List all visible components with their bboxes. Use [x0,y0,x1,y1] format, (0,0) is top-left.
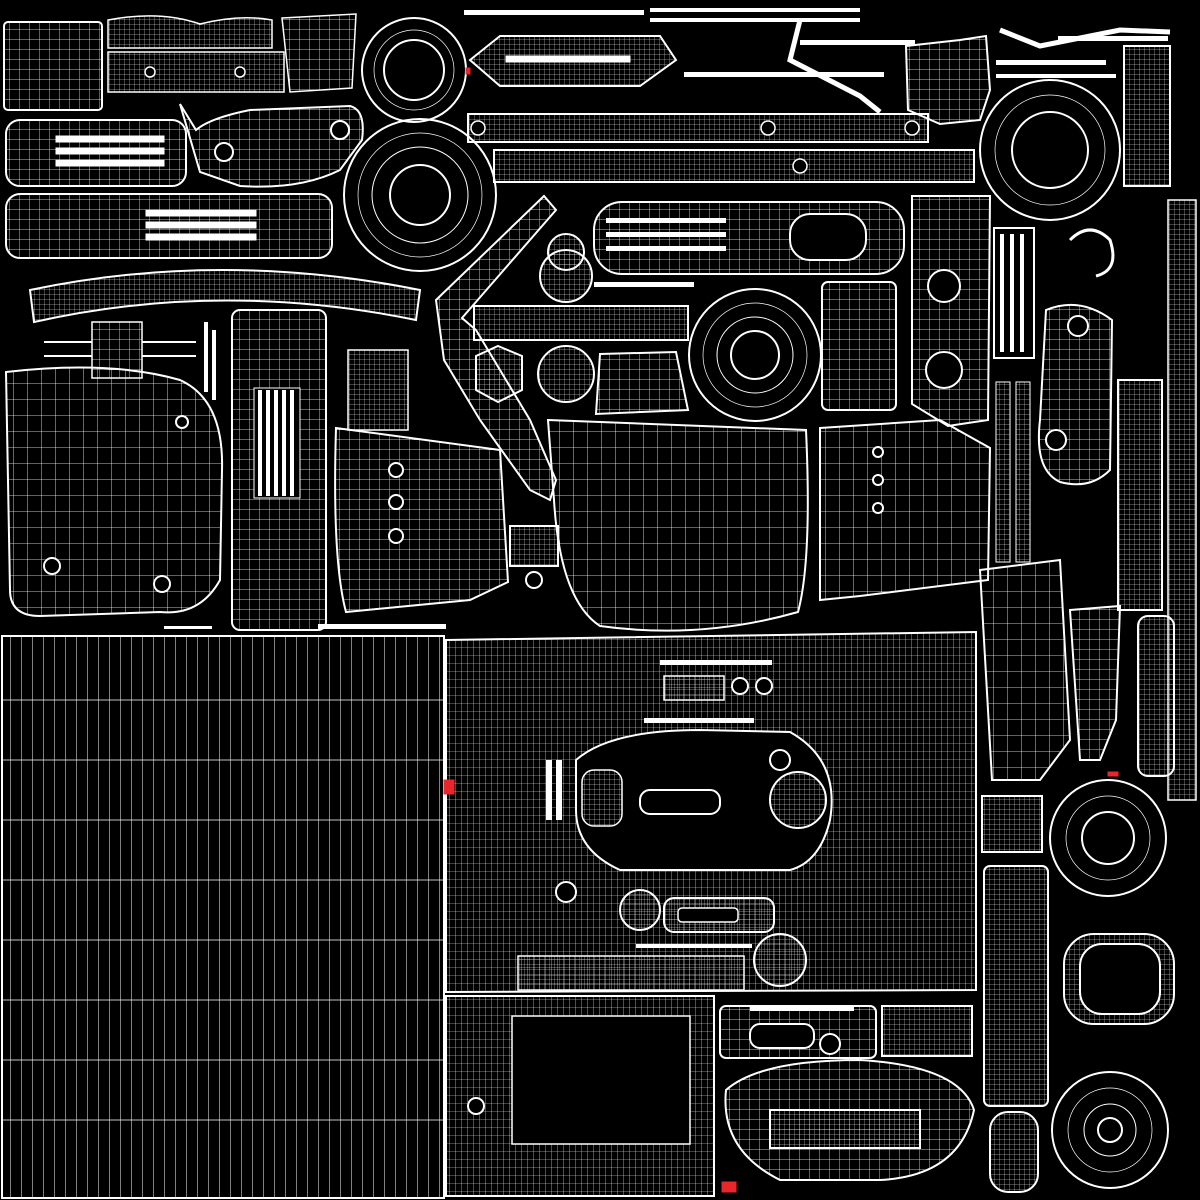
uv-shell-capsule-1 [5,119,187,187]
uv-shell-ball-cross [473,233,694,404]
uv-shell-ring-bottom-right-1 [1049,779,1167,897]
uv-shell-ring-mid [343,118,497,272]
uv-shell-grid-block-center-right [821,281,897,411]
uv-shell-ring-bottom-right-3 [1051,1071,1169,1189]
uv-shell-capsule-3 [5,193,333,259]
uv-shell-bottom-panel [445,995,715,1197]
uv-shell-grip-left [4,366,224,618]
uv-shell-barrel-vertical [231,309,327,631]
uv-shell-capsule-center [593,201,905,275]
uv-shell-trapezoid [594,350,690,416]
uv-shell-bottom-right-column [981,795,1049,1193]
uv-shell-ring-bottom-right-2 [1063,933,1175,1025]
uv-shell-receiver [445,630,977,994]
uv-shell-bottom-center-right [719,1005,976,1181]
uv-shell-curved-strip [28,269,422,324]
uv-shell-ring-top [361,17,467,123]
uv-flagged-islands [443,67,1119,1193]
uv-shell-top-left-block [3,13,357,111]
uv-shell-slide-right [819,418,992,602]
uv-shell-large-panel [1,635,445,1199]
uv-shell-capsule-2 [179,103,364,188]
uv-shell-slide-left [334,349,510,614]
uv-shell-diagonal-arm [434,194,558,502]
uv-shell-rail-top-2 [467,113,975,183]
uv-shell-ring-center [688,288,822,422]
uv-shell-grip-right [1037,303,1114,486]
uv-shell-frame-top-right [904,34,1171,187]
uv-bars-scattered [164,322,752,948]
uv-shell-grip-center [546,418,809,632]
uv-shell-frame-right [911,195,1115,428]
uv-shell-rail-top-1 [468,35,678,87]
uv-shell-small-pillars [509,525,559,589]
uv-bars-top [464,8,1168,78]
uv-shell-grip-panel-right [978,558,1175,781]
uv-shell-ring-top-right [979,79,1121,221]
